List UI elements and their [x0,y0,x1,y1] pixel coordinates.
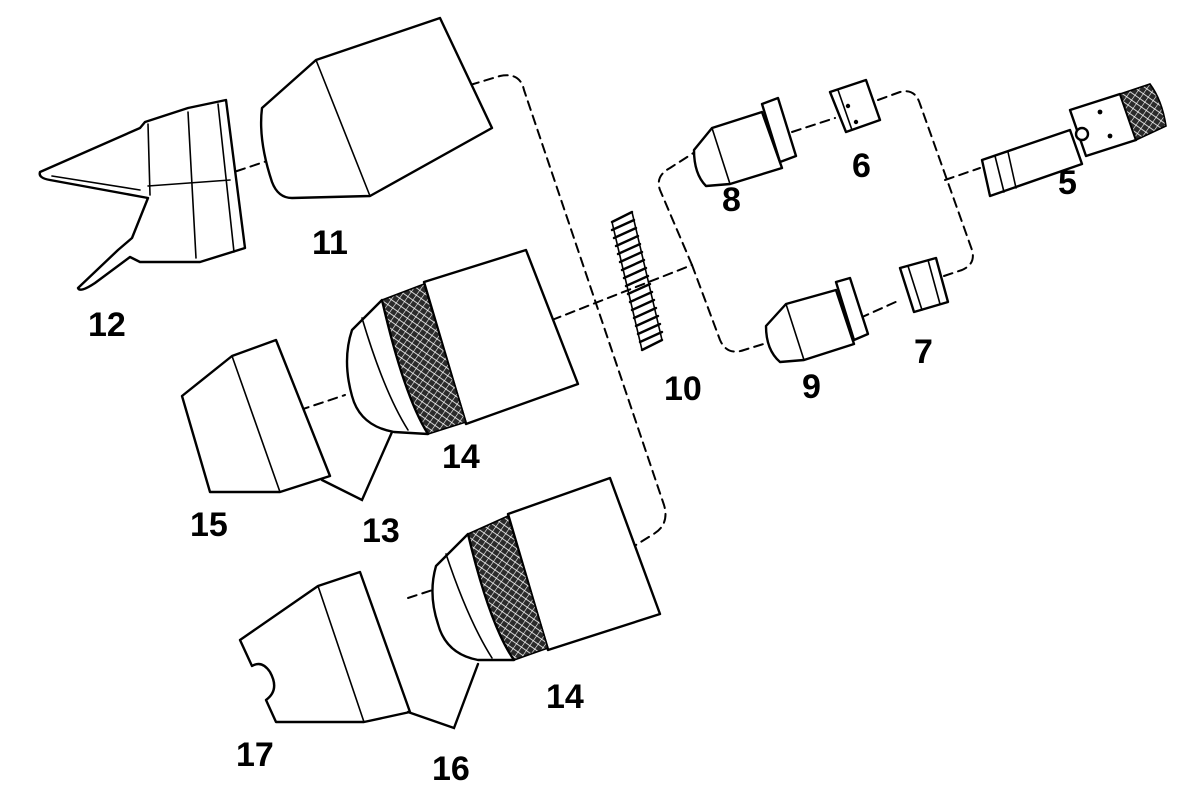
part-14-middle [345,248,580,436]
swirl-6-body [828,78,882,134]
label-13: 13 [362,512,400,550]
electrode-5-hole [1074,126,1090,142]
dash-to-5 [944,167,981,181]
label-9: 9 [802,368,821,406]
swirl-6-edge [837,89,853,131]
electrode-5-tip-lines [994,151,1017,193]
swirl-7-edge-2 [927,259,941,305]
dash-14-junction [551,264,693,321]
swirl-6-hole-1 [845,103,851,109]
swirl-7-edge-1 [907,265,923,311]
electrode-9-edge [785,303,805,361]
dash-main-loop [469,74,667,546]
spring-coils [610,210,664,352]
label-15: 15 [190,506,228,544]
part-12-fork [38,98,247,291]
fork-edge-3 [217,103,235,253]
label-11: 11 [312,224,348,262]
nozzle-14-cap-ring [361,317,409,431]
label-14-upper: 14 [442,438,480,476]
label-12: 12 [88,306,126,344]
label-5: 5 [1058,164,1077,202]
label-17: 17 [236,736,274,774]
dash-split-top [657,151,696,266]
electrode-5-dot-2 [1107,133,1113,139]
label-14-lower: 14 [546,678,584,716]
part-17-shield [238,570,412,724]
shield-15-outline [180,338,332,494]
tip-11-bevel-edge [315,59,371,197]
label-6: 6 [852,147,871,185]
leader-16 [406,662,480,730]
label-7: 7 [914,333,933,371]
fork-edge-1 [147,123,151,196]
fork-outline [38,98,247,291]
dash-6-loop [877,90,974,277]
dash-9-7 [859,299,901,319]
fork-edge-2 [187,111,197,259]
fork-tine-edge [51,175,141,191]
dash-15-13 [299,394,346,411]
electrode-5-shaft [980,128,1084,198]
swirl-6-hole-2 [853,119,859,125]
part-8-electrode [692,96,798,188]
assembly-lines [221,74,981,599]
dash-8-6 [791,117,836,133]
electrode-5-dot-1 [1097,109,1103,115]
part-10-spring [610,210,664,352]
part-6-swirl [828,78,882,134]
fork-split-line [147,179,231,187]
part-9-electrode [764,276,870,364]
dash-split-bottom [691,264,771,353]
swirl-7-body [898,256,950,314]
electrode-8-flange [760,96,798,164]
part-11-tip [259,16,494,200]
shield-17-edge [317,585,365,723]
nozzle-14b-cap-ring [445,553,493,659]
label-16: 16 [432,750,470,788]
spring-sides [611,211,663,351]
label-8: 8 [722,181,741,219]
label-10: 10 [664,370,702,408]
shield-15-edge [231,355,281,493]
part-labels: 5 6 7 8 9 10 11 12 13 14 14 15 16 17 [88,147,1077,788]
electrode-9-flange [834,276,870,342]
leader-13 [320,430,394,502]
nozzle-14b-cap [431,532,516,662]
part-14-lower [431,476,662,662]
part-15-shield [180,338,332,494]
shield-17-outline [238,570,412,724]
electrode-8-edge [711,127,731,185]
electrode-5-threads [1118,83,1167,142]
tip-11-outline [259,16,494,200]
part-7-swirl [898,256,950,314]
part-5-electrode [980,83,1167,198]
